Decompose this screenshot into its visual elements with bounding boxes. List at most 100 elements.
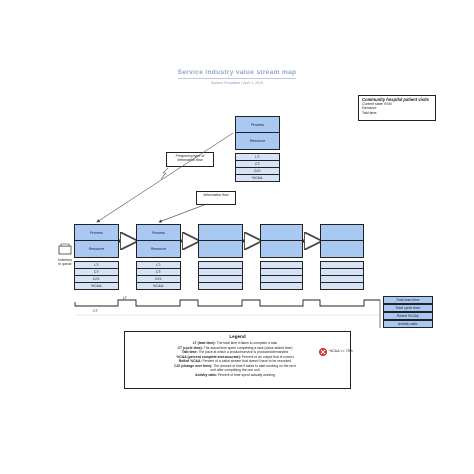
kaizen-burst-icon [319, 348, 327, 356]
legend-line-co-cont: unit after completing the one unit [155, 368, 315, 373]
page-title: Service industry value stream map [177, 69, 297, 76]
legend-line-activity: Activity ratio: Percent of time spent ac… [155, 372, 315, 378]
process-2-box[interactable]: Process Resource [136, 224, 181, 258]
customer-name: Community hospital patient visits [362, 97, 430, 102]
metric-ct: CT: [236, 161, 279, 168]
summary-total-cycle-time[interactable]: Total cycle time: [383, 304, 433, 312]
process-5-resource [321, 241, 363, 257]
process-2-data-box[interactable]: LT: CT: C/O: %C&A: [136, 261, 181, 290]
process-1-box[interactable]: Process Resource [74, 224, 119, 258]
process-2-resource: Resource [150, 247, 167, 251]
process-1-resource: Resource [88, 247, 105, 251]
lightning-icon [160, 167, 169, 180]
p2-metric-co: C/O: [137, 276, 180, 283]
p2-metric-cna: %C&A: [152, 284, 165, 288]
top-process-box[interactable]: Process Resource [235, 116, 280, 150]
legend-term-ct: CT (cycle time): [177, 345, 203, 350]
legend-box: Legend LT (lead time): The total time it… [124, 331, 353, 389]
process-4-data-box[interactable] [260, 261, 303, 290]
inventory-label: Inventory in queue [53, 258, 77, 266]
inventory-icon [58, 243, 72, 255]
metric-lt: LT: [236, 154, 279, 161]
info-arrow-top-to-p1 [96, 132, 234, 223]
summary-rolled-cna[interactable]: Rolled %C&A: [383, 312, 433, 320]
process-1-data-box[interactable]: LT: CT: C/O: %C&A: [74, 261, 119, 290]
summary-total-lead-time[interactable]: Total lead time: [383, 296, 433, 304]
summary-activity-ratio[interactable]: Activity ratio: [383, 320, 433, 328]
legend-term-activity: Activity ratio: [195, 372, 217, 377]
p1-metric-cna: %C&A: [90, 284, 103, 288]
legend-line-rolled: Rolled %C&A: Percent of a value stream t… [155, 359, 315, 364]
process-4-box[interactable] [260, 224, 303, 258]
p4-metric-co [261, 276, 302, 283]
legend-line-lt: LT (lead time): The total time it takes … [155, 341, 315, 346]
legend-text-co: The amount of time it takes to start wor… [212, 363, 296, 368]
metric-co: C/O: [236, 168, 279, 175]
process-3-label [199, 225, 242, 241]
metric-cna: %C&A: [251, 176, 264, 180]
p4-metric-lt [261, 262, 302, 269]
legend-text-cna: Percent of an output that is correct [240, 354, 294, 359]
legend-term-cna: %C&A (percent complete and accurate): [176, 354, 241, 359]
kaizen-label: %C&A >= 75% [329, 349, 353, 353]
p5-metric-cna [321, 283, 363, 290]
timeline-ladder [74, 299, 380, 307]
legend-text-ct: The actual time spent completing a task … [202, 345, 293, 350]
process-5-data-box[interactable] [320, 261, 364, 290]
p1-metric-lt: LT: [75, 262, 118, 269]
top-resource-label: Resource [249, 139, 266, 143]
p3-metric-cna [199, 283, 242, 290]
legend-term-co: C/O (change over time): [174, 363, 213, 368]
customer-line-demand: Demand: [362, 106, 377, 111]
legend-line-ct: CT (cycle time): The actual time spent c… [155, 345, 315, 351]
legend-title: Legend [229, 334, 246, 339]
p3-metric-lt [199, 262, 242, 269]
customer-box[interactable]: Community hospital patient visits Curren… [358, 95, 436, 121]
process-5-label [321, 225, 363, 241]
customer-line-state: Current state VSM [362, 102, 392, 106]
inventory-label-line-2: in queue [58, 262, 72, 266]
legend-text-takt: The pace at which a product/service is p… [197, 350, 289, 354]
process-3-resource [199, 241, 242, 257]
frequency-callout[interactable]: Frequency/type of information flow [166, 152, 214, 167]
info-arrow-to-p2 [158, 204, 205, 223]
inventory-label-line-1: Inventory [58, 258, 72, 262]
process-3-data-box[interactable] [198, 261, 243, 290]
process-3-box[interactable] [198, 224, 243, 258]
process-4-resource [261, 241, 302, 257]
process-1-label: Process [75, 225, 118, 241]
legend-line-co: C/O (change over time): The amount of ti… [155, 363, 315, 369]
information-flow-callout[interactable]: Information flow [196, 191, 236, 205]
legend-term-rolled: Rolled %C&A: [178, 359, 202, 363]
process-4-label [261, 225, 302, 241]
p5-metric-co [321, 276, 363, 283]
legend-text-activity: Percent of time spent actually working [216, 372, 275, 377]
legend-text-lt: The total time it takes to complete a ta… [215, 341, 278, 345]
p4-metric-cna [261, 283, 302, 290]
timeline-lt-label: LT [123, 296, 127, 300]
process-2-label: Process [137, 225, 180, 241]
top-process-label: Process [236, 117, 279, 133]
p4-metric-ct [261, 269, 302, 276]
customer-line-takt: Takt time: [362, 110, 378, 115]
legend-line-cna: %C&A (percent complete and accurate): Pe… [155, 354, 315, 360]
legend-term-lt: LT (lead time): [192, 341, 216, 345]
timeline-ct-label: CT [93, 309, 98, 313]
p3-metric-co [199, 276, 242, 283]
top-process-data-box[interactable]: LT: CT: C/O: %C&A: [235, 153, 280, 182]
p2-metric-ct: CT: [137, 269, 180, 276]
p5-metric-lt [321, 262, 363, 269]
page-subtitle: System Templates | April 1, 2015 [210, 81, 264, 85]
process-5-box[interactable] [320, 224, 364, 258]
p1-metric-ct: CT: [75, 269, 118, 276]
p5-metric-ct [321, 269, 363, 276]
legend-line-takt: Takt time: The pace at which a product/s… [155, 350, 315, 355]
title-divider [178, 78, 296, 79]
legend-text-rolled: Percent of a value stream that doesn't h… [201, 359, 292, 363]
p3-metric-ct [199, 269, 242, 276]
p1-metric-co: C/O: [75, 276, 118, 283]
legend-text-co-cont: unit after completing the one unit [210, 368, 260, 372]
p2-metric-lt: LT: [137, 262, 180, 269]
legend-term-takt: Takt time: [181, 350, 198, 354]
